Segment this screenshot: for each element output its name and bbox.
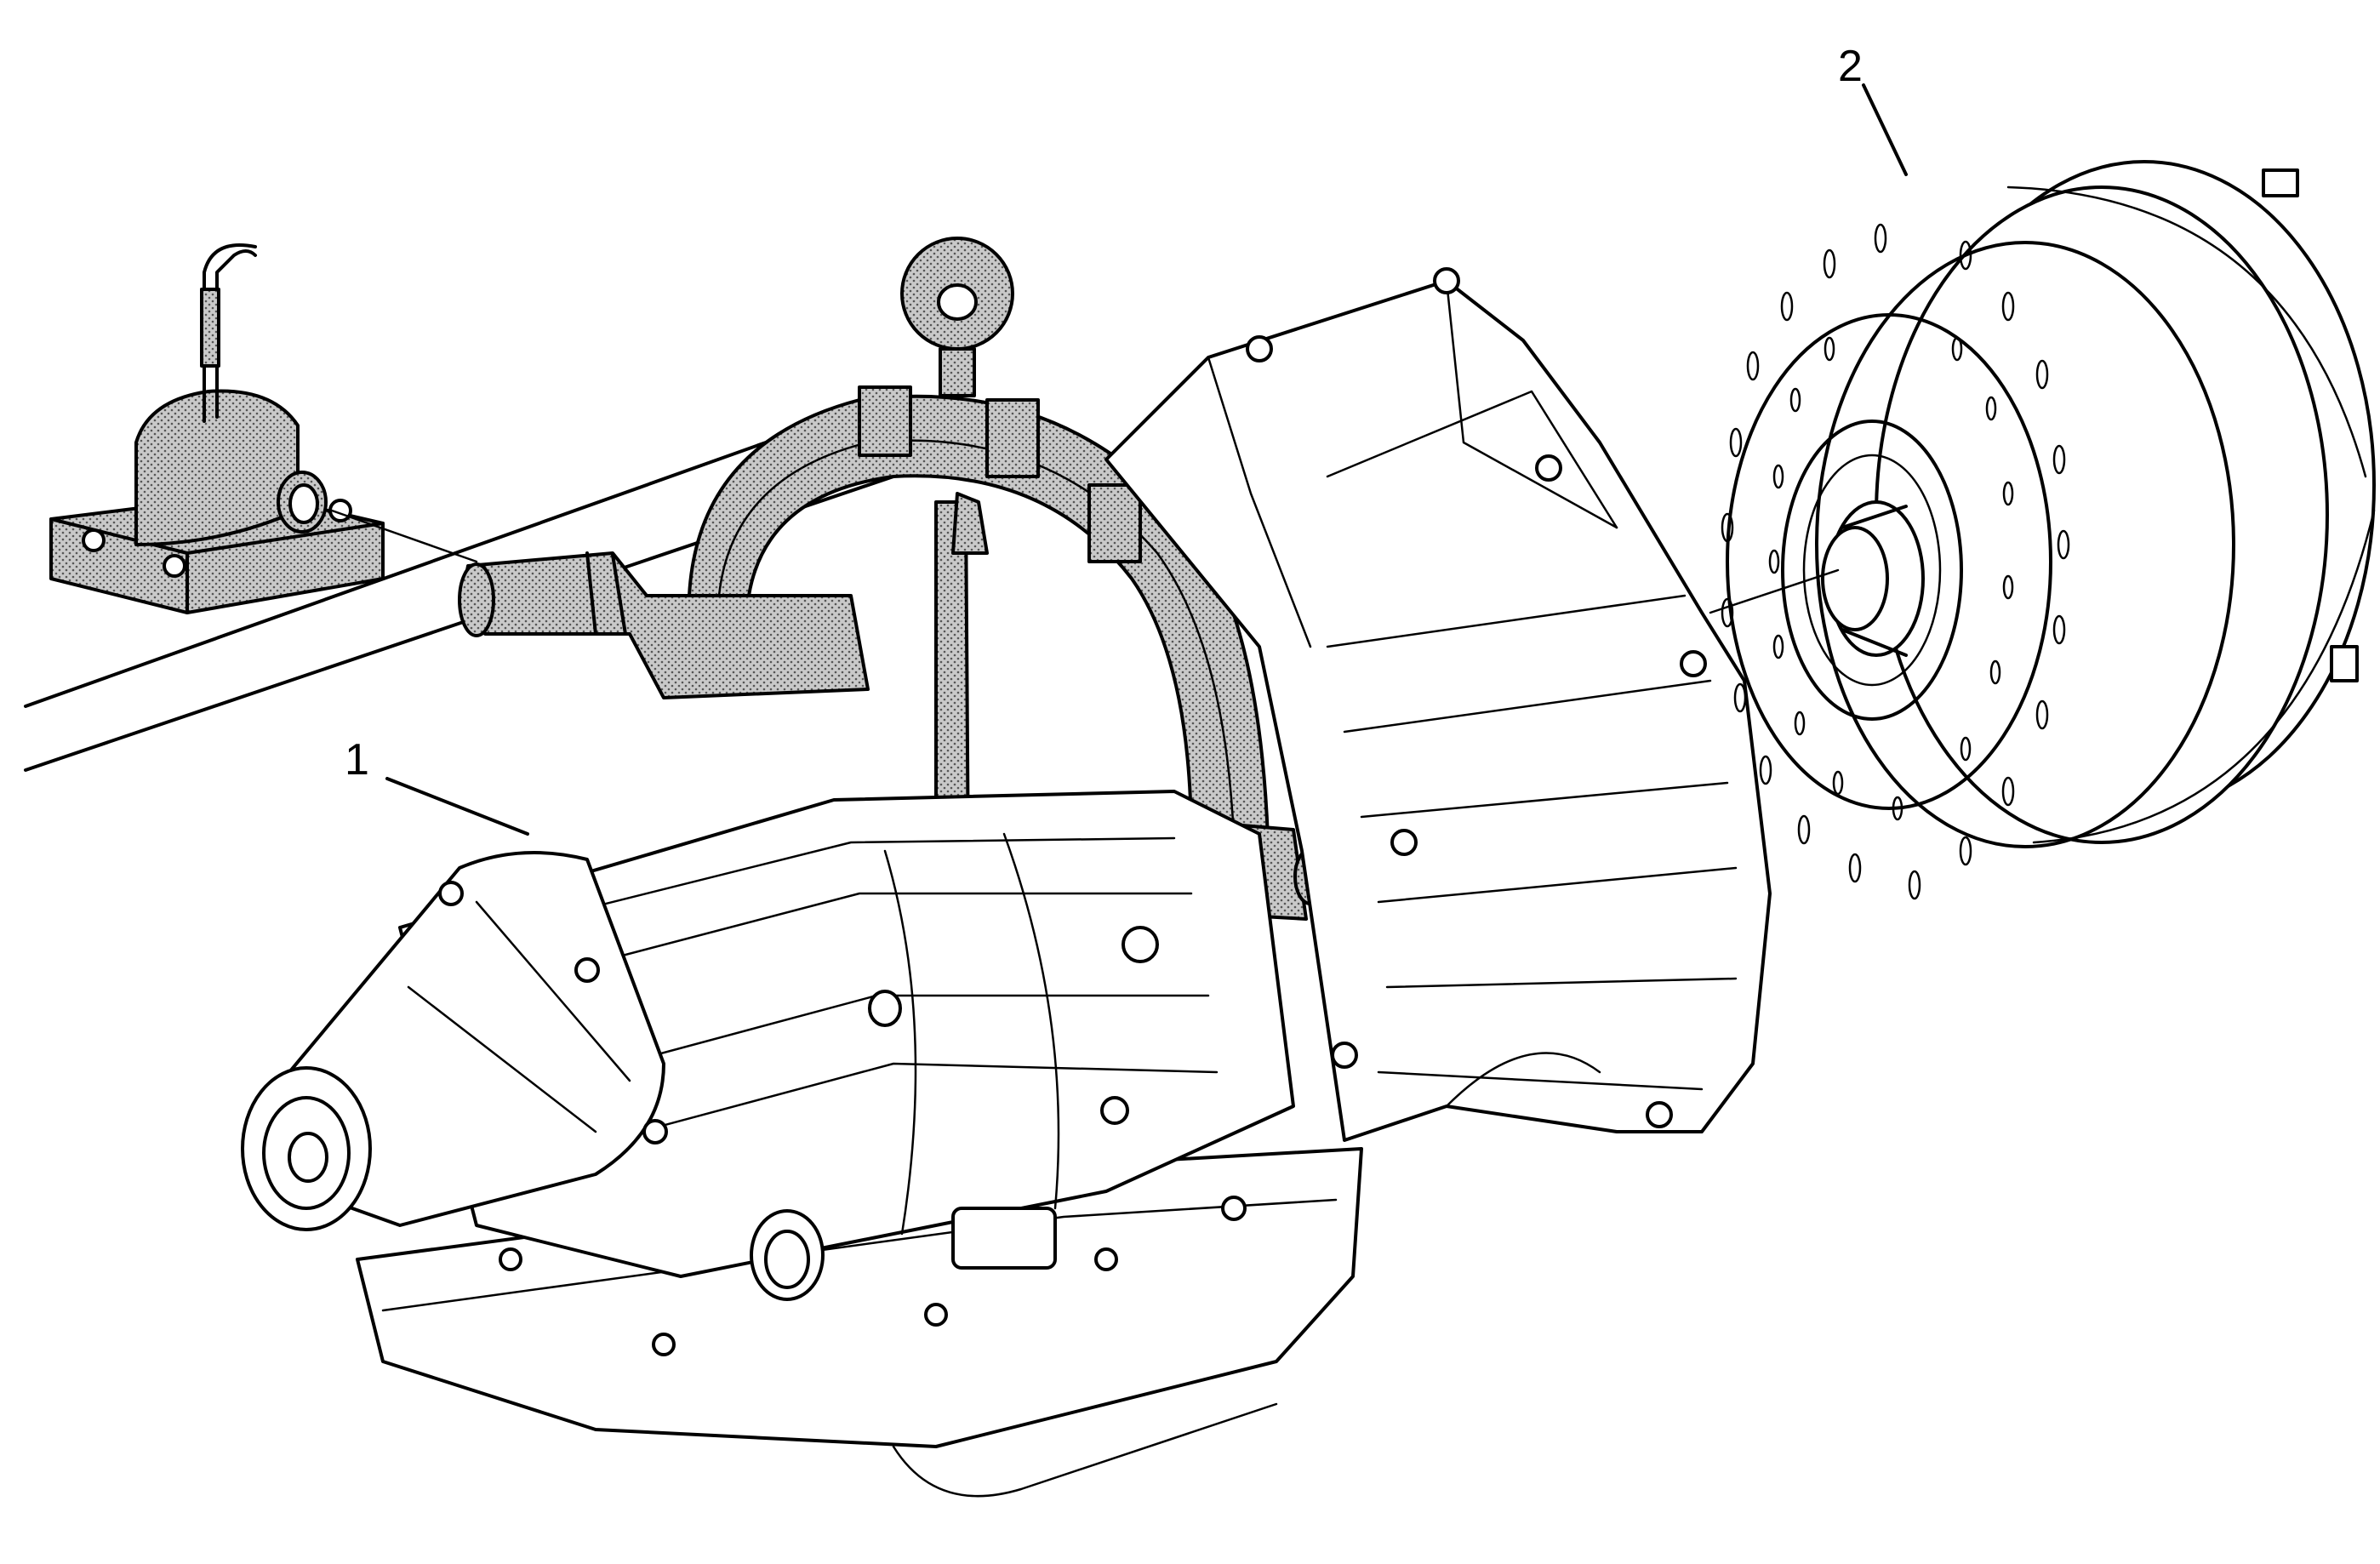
torque-converter	[1721, 160, 2376, 900]
callout-2: 2	[1838, 42, 1908, 176]
callout-2-label: 2	[1838, 42, 1863, 91]
bell-housing	[1104, 267, 1772, 1142]
transmission-assembly	[241, 790, 1363, 1498]
callout-1: 1	[345, 735, 529, 836]
holding-fixture	[49, 243, 385, 614]
converter-alignment-line	[1709, 568, 1840, 614]
converter-slots	[1721, 223, 2070, 900]
callout-1-label: 1	[345, 735, 369, 785]
